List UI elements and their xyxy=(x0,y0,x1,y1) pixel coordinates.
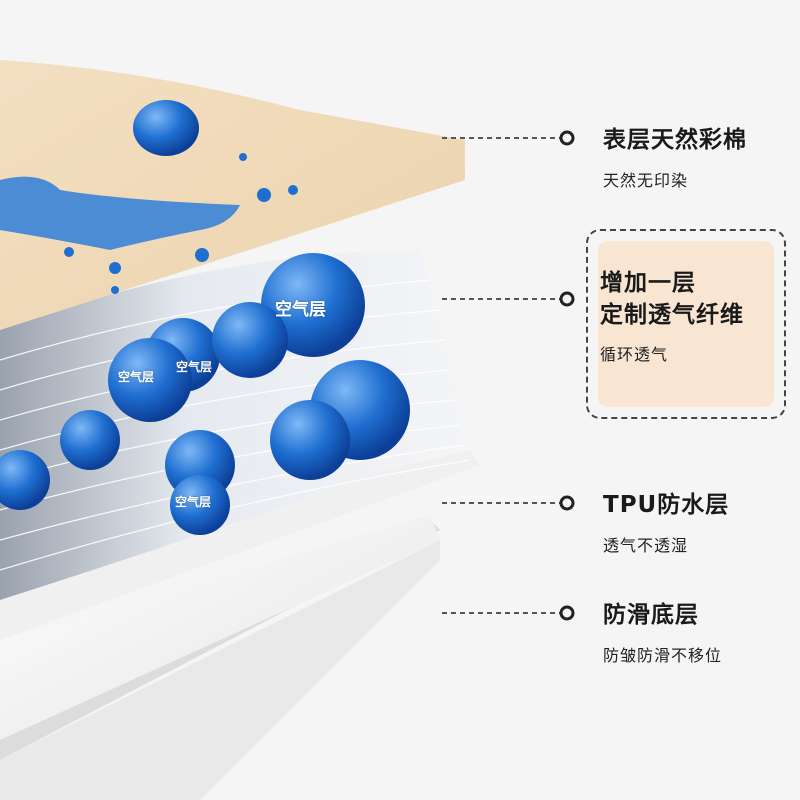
layer-label-antislip: 防滑底层 防皱防滑不移位 xyxy=(603,600,722,666)
tpu-layer-graphic xyxy=(0,450,480,640)
layer-subtitle: 透气不透湿 xyxy=(603,536,689,555)
layer-title: TPU防水层 xyxy=(603,492,730,518)
layer-title: 防滑底层 xyxy=(603,602,699,628)
air-layer-label: 空气层 xyxy=(275,300,326,320)
air-layer-label: 空气层 xyxy=(176,360,213,374)
layer-title-line1: 增加一层 xyxy=(600,270,696,296)
layer-title: 表层天然彩棉 xyxy=(603,127,747,153)
air-bubbles-graphic xyxy=(0,253,410,535)
anti-slip-layer-graphic xyxy=(0,515,440,800)
layer-subtitle: 防皱防滑不移位 xyxy=(603,646,723,665)
layer-subtitle: 天然无印染 xyxy=(603,171,689,190)
connector-dots xyxy=(559,130,575,621)
layer-label-tpu: TPU防水层 透气不透湿 xyxy=(603,490,729,556)
highlight-box-fiber: 增加一层 定制透气纤维 循环透气 xyxy=(586,229,786,419)
layer-title-line2: 定制透气纤维 xyxy=(600,302,744,328)
layer-label-fiber: 增加一层 定制透气纤维 循环透气 xyxy=(600,267,744,365)
highlight-fill xyxy=(598,241,774,407)
layer-label-cotton: 表层天然彩棉 天然无印染 xyxy=(603,125,747,191)
air-layer-label: 空气层 xyxy=(118,370,155,384)
water-splash-graphic xyxy=(0,100,298,294)
air-layer-label: 空气层 xyxy=(175,495,212,509)
layer-subtitle: 循环透气 xyxy=(600,345,669,364)
connector-lines xyxy=(442,137,560,614)
